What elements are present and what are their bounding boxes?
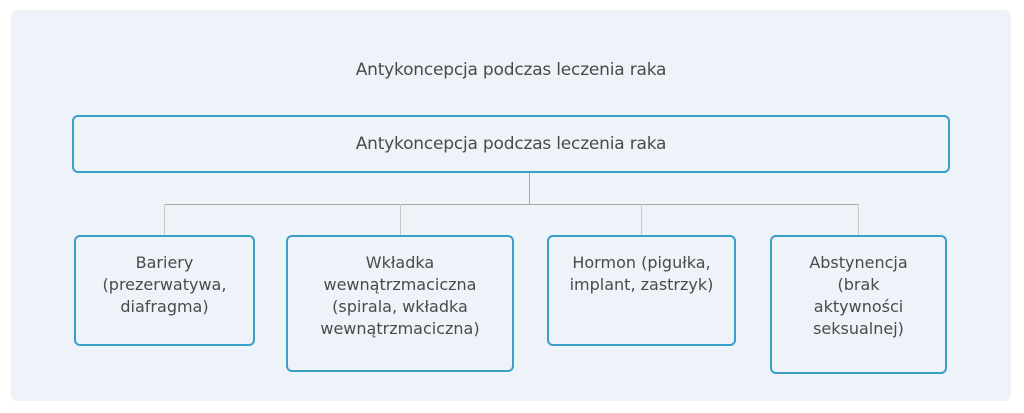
- child-connector-2: [400, 204, 401, 235]
- root-node-label: Antykoncepcja podczas leczenia raka: [355, 134, 667, 154]
- child-connector-3: [641, 204, 642, 235]
- child-connector-4: [858, 204, 859, 235]
- child-connector-1: [164, 204, 165, 235]
- branch-connector: [164, 204, 859, 205]
- node-iud: Wkładka wewnątrzmaciczna (spirala, wkład…: [286, 235, 514, 372]
- node-abstinence: Abstynencja (brak aktywności seksualnej): [770, 235, 947, 374]
- root-node: Antykoncepcja podczas leczenia raka: [72, 115, 950, 173]
- diagram-title: Antykoncepcja podczas leczenia raka: [355, 60, 667, 80]
- node-hormonal: Hormon (pigułka, implant, zastrzyk): [547, 235, 736, 346]
- root-connector: [529, 173, 530, 205]
- node-barriers: Bariery (prezerwatywa, diafragma): [74, 235, 255, 346]
